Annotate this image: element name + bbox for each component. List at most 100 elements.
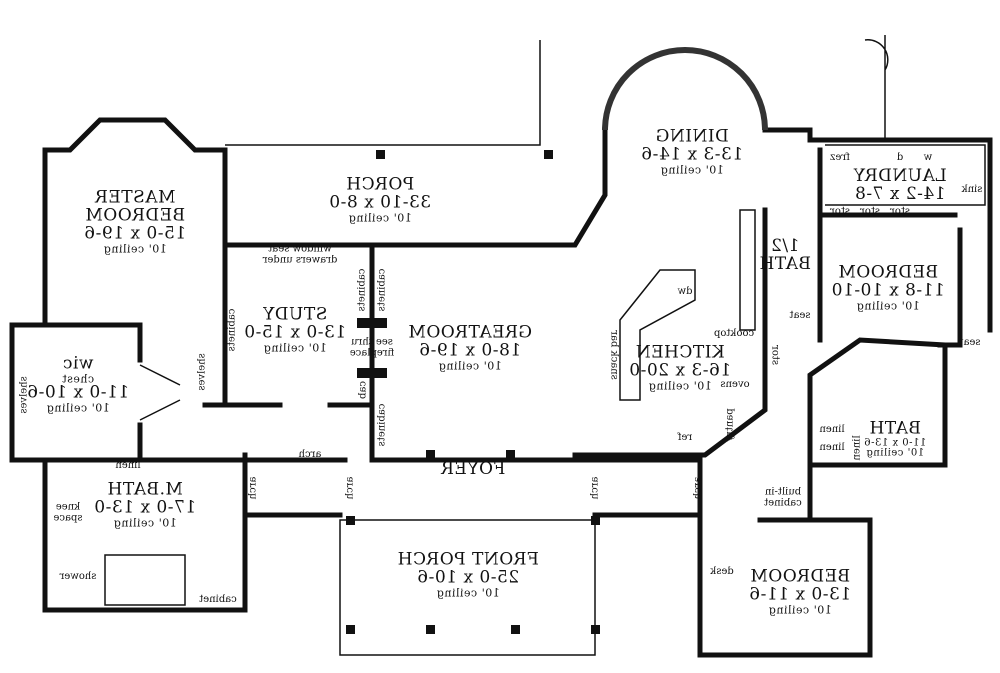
front-porch-label: FRONT PORCH 25-0 x 10-6 10' ceiling [397,549,539,600]
wall-bedroom-lower [697,457,873,658]
wall-wic [9,322,143,463]
room-dims: 15-0 x 19-6 [83,223,187,244]
knee-space-text: knee [55,501,81,513]
cabinets-label: cabinets [376,268,388,312]
cabinets-label: cabinets [376,403,388,447]
linen-label: linen [851,435,863,461]
room-ceiling: 10' ceiling [648,379,712,393]
window-seat-label: window seat drawers under [262,244,338,266]
cab-label: cab [357,381,369,399]
built-in-text: cabinet [764,497,802,508]
seat-label: seat [789,309,811,321]
room-ceiling: 10' ceiling [660,163,724,177]
room-ceiling: 10' ceiling [263,341,327,355]
washer-label: w [923,151,933,163]
master-bedroom-label: MASTER BEDROOM 15-0 x 19-6 10' ceiling [83,187,187,255]
refrigerator-label: ref [677,431,693,443]
room-dims: 13-0 x 11-6 [748,584,852,605]
wic-label: wic chest 11-0 x 10-6 10' ceiling [26,353,130,415]
cabinets-label: cabinets [226,308,238,352]
arch-label: arch [692,476,704,500]
room-ceiling: 10' ceiling [113,516,177,530]
room-dims: 11-0 x 10-6 [26,383,130,403]
wall-greatroom-top [222,127,608,248]
cooktop-label: cooktop [713,327,755,339]
dishwasher-label: dw [677,285,693,297]
fireplace-label: see thru fireplace [349,336,395,359]
bath-label: BATH 11-0 x 13-6 10' ceiling [864,418,926,460]
freezer-label: frez [830,151,850,163]
room-dims: 33-10 x 8-0 [328,192,432,213]
half-bath-label: 1/2 BATH [758,236,812,274]
room-name: FOYER [440,459,506,480]
window-seat-text: drawers under [262,254,338,265]
room-ceiling: 10' ceiling [103,241,167,255]
built-in-text: built-in [764,486,802,498]
room-dims: 13-3 x 14-6 [640,144,744,165]
room-dims: 13-0 x 15-0 [243,322,347,343]
arch-label: arch [344,476,356,500]
desk-label: desk [710,565,734,577]
seat-label: seat [959,336,981,348]
dining-bay [602,47,768,131]
tub [104,554,186,606]
linen-label: linen [819,423,845,435]
storage-label: stor [890,205,910,217]
wall-master-bedroom [42,117,228,408]
wall-master-bath [42,452,248,613]
bedroom-upper-label: BEDROOM 11-8 x 10-10 10' ceiling [831,262,945,313]
linen-label: linen [819,441,845,453]
room-ceiling: 10' ceiling [436,586,500,600]
room-ceiling: 10' ceiling [856,299,920,313]
storage-label: stor [769,345,781,365]
built-in-cabinet-label: built-in cabinet [764,486,802,509]
wall-laundry [762,127,993,333]
room-name: wic [62,353,94,374]
bedroom-lower-label: BEDROOM 13-0 x 11-6 10' ceiling [748,566,852,617]
porch-edge [225,40,541,146]
room-dims: 25-0 x 10-6 [416,567,520,588]
shelves-label: shelves [18,376,30,414]
columns [346,150,600,634]
room-dims: 17-0 x 13-0 [93,497,197,518]
knee-space-text: space [53,512,83,523]
room-ceiling: 10' ceiling [348,211,412,225]
fireplace-text: fireplace [349,347,395,358]
wall-kitchen [572,207,768,458]
room-name: BATH [869,418,922,439]
laundry-sink-label: sink [961,183,983,195]
storage-label: stor [860,205,880,217]
arch-label: arch [298,448,322,460]
arch-label: arch [247,476,259,500]
dining-label: DINING 13-3 x 14-6 10' ceiling [640,126,744,177]
kitchen-label: KITCHEN 16-3 x 20-0 10' ceiling [629,342,731,393]
room-ceiling: 10' ceiling [768,603,832,617]
front-porch-edge [339,519,596,656]
laundry-label: LAUNDRY 14-2 x 7-8 [853,166,946,204]
wall-bath [807,337,948,518]
cabinets-label: cabinets [356,268,368,312]
pantry-label: pantry [724,408,736,442]
room-name: BATH [758,254,812,274]
snack-bar-label: snack bar [608,330,620,380]
foyer-label: FOYER [440,459,506,480]
storage-label: stor [830,205,850,217]
room-ceiling: 10' ceiling [438,359,502,373]
greatroom-label: GREATROOM 18-0 x 19-6 10' ceiling [408,322,532,373]
room-dims: 18-0 x 19-6 [418,340,522,361]
master-bath-label: M.BATH 17-0 x 13-0 10' ceiling [93,479,197,530]
arch-label: arch [589,476,601,500]
wall-study [202,242,375,463]
kitchen-island [619,269,696,401]
study-label: STUDY 13-0 x 15-0 10' ceiling [243,304,347,355]
shelves-label: shelves [196,353,208,391]
ovens-label: ovens [720,378,750,390]
room-dims: 11-8 x 10-10 [831,280,945,301]
fireplace-text: see thru [351,336,393,348]
knee-space-label: knee space [53,501,83,524]
room-ceiling: 10' ceiling [46,401,110,415]
shower-label: shower [59,570,97,582]
linen-label: linen [115,459,141,471]
